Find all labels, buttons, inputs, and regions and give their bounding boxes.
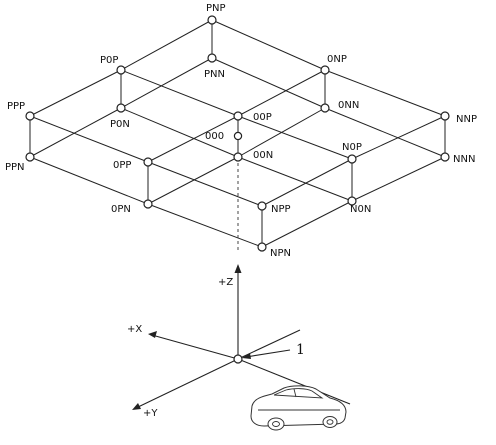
node-label-0PP: 0PP (113, 160, 131, 171)
edge-0NN-00N (237, 107, 326, 158)
edge-PPP-0PP (29, 115, 149, 163)
node-N0P (347, 154, 357, 164)
node-PNP (207, 15, 217, 25)
node-label-0NP: 0NP (327, 54, 347, 65)
axes-group: +Z +X +Y 1 (127, 264, 351, 419)
z-arrow (234, 264, 242, 273)
edge-P0N-PPN (29, 107, 122, 158)
edge-PNP-P0P (120, 19, 213, 71)
node-PPP (25, 111, 35, 121)
node-label-NPP: NPP (271, 204, 291, 215)
grid-edges (29, 19, 446, 248)
node-label-00N: 00N (253, 150, 273, 161)
node-label-N0P: N0P (342, 142, 362, 153)
car-icon (250, 385, 347, 431)
node-label-0NN: 0NN (338, 100, 359, 111)
callout-label: 1 (296, 342, 305, 358)
origin-node (233, 354, 243, 364)
node-N0N (347, 196, 357, 206)
edge-00P-N0P (237, 115, 353, 160)
node-label-000: 000 (205, 131, 224, 142)
node-P0P (116, 65, 126, 75)
z-axis-label: +Z (218, 277, 233, 288)
node-label-N0N: N0N (350, 204, 371, 215)
y-axis-label: +Y (143, 408, 158, 419)
grid-labels: PNP P0P 0NP PNN PPP P0N 00P 0NN NNP 000 00N N0P PPN 0… (5, 3, 477, 259)
edge-N0N-NPN (261, 200, 353, 248)
node-NPP (257, 201, 267, 211)
edge-00N-0PN (147, 156, 239, 205)
node-label-PPN: PPN (5, 162, 25, 173)
edge-PNN-0NN (211, 57, 326, 109)
edge-00P-0PP (147, 115, 239, 163)
node-label-PNN: PNN (204, 69, 225, 80)
node-label-P0N: P0N (110, 119, 130, 130)
edge-00N-N0N (237, 156, 353, 202)
neg-y-axis (237, 329, 301, 360)
node-00N (233, 152, 243, 162)
edge-PNN-P0N (120, 57, 213, 109)
edge-P0P-00P (120, 69, 239, 117)
edge-NNN-N0N (351, 156, 446, 202)
node-label-00P: 00P (253, 112, 272, 123)
x-axis-label: +X (127, 324, 142, 335)
edge-PNP-0NP (211, 19, 326, 71)
edge-0PN-NPN (147, 203, 263, 248)
node-0NP (320, 65, 330, 75)
edge-PPN-0PN (29, 156, 149, 205)
y-arrow (132, 403, 141, 410)
node-NNN (440, 152, 450, 162)
node-label-PPP: PPP (7, 101, 25, 112)
node-0PN (143, 199, 153, 209)
edge-P0N-00N (120, 107, 239, 158)
callout-arrow (242, 353, 251, 359)
x-axis (151, 334, 239, 360)
node-000 (233, 131, 243, 141)
node-label-NNP: NNP (456, 114, 477, 125)
node-PPN (25, 152, 35, 162)
x-arrow (148, 331, 157, 338)
edge-0NP-NNP (324, 69, 446, 117)
node-0NN (320, 103, 330, 113)
node-label-NPN: NPN (270, 248, 291, 259)
node-label-0PN: 0PN (111, 204, 131, 215)
neg-x-axis (237, 358, 351, 405)
callout-leader (245, 349, 291, 358)
edge-0NP-00P (237, 69, 326, 117)
node-NNP (440, 111, 450, 121)
node-label-P0P: P0P (100, 55, 118, 66)
node-label-NNN: NNN (453, 154, 475, 165)
node-NPN (257, 242, 267, 252)
grid-nodes (25, 15, 450, 252)
edge-0NN-NNN (324, 107, 446, 158)
node-P0N (116, 103, 126, 113)
edge-0PP-NPP (147, 161, 263, 207)
edge-N0P-NPP (261, 158, 353, 207)
node-0PP (143, 157, 153, 167)
node-label-PNP: PNP (206, 3, 226, 14)
node-00P (233, 111, 243, 121)
edge-P0P-PPP (29, 69, 122, 117)
y-axis (135, 358, 239, 409)
node-PNN (207, 53, 217, 63)
